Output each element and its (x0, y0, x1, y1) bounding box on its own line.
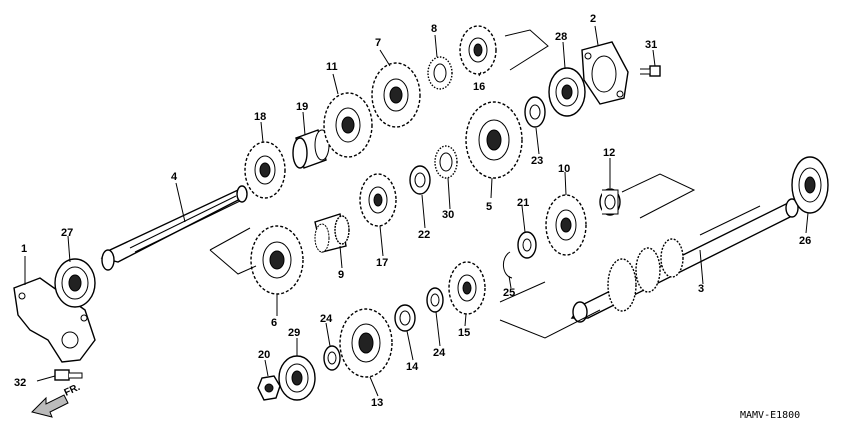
callout-8: 8 (431, 23, 437, 35)
callout-17: 17 (376, 257, 388, 269)
part-29-bearing (278, 355, 316, 401)
callout-14: 14 (406, 361, 419, 373)
part-24-washer-a (323, 345, 341, 371)
callout-4: 4 (171, 171, 178, 183)
callout-27: 27 (61, 227, 73, 239)
countershaft (100, 185, 248, 271)
front-direction-label: FR. (63, 382, 82, 399)
part-27-bearing (54, 258, 96, 308)
callout-11: 11 (326, 61, 338, 73)
diagram-code: MAMV-E1800 (740, 410, 800, 421)
callout-28: 28 (555, 31, 567, 43)
part-2-bearing-retainer (581, 41, 629, 105)
callout-6: 6 (271, 317, 277, 329)
callout-15: 15 (458, 327, 470, 339)
part-22-washer (409, 165, 431, 195)
callout-3: 3 (698, 283, 704, 295)
callout-19: 19 (296, 101, 308, 113)
part-8-needle-bearing (427, 56, 453, 90)
part-15-gear (448, 261, 486, 315)
part-6-gear (250, 225, 304, 295)
callout-20: 20 (258, 349, 270, 361)
part-13-gear (339, 308, 393, 378)
callout-26: 26 (799, 235, 811, 247)
part-19-bushing (292, 129, 330, 169)
part-18-gear (244, 141, 286, 199)
callout-21: 21 (517, 197, 529, 209)
callout-18: 18 (254, 111, 266, 123)
callout-10: 10 (558, 163, 570, 175)
part-10-gear (545, 194, 587, 256)
part-24-washer-b (426, 287, 444, 313)
callout-29: 29 (288, 327, 300, 339)
callout-31: 31 (645, 39, 657, 51)
callout-24a: 24 (320, 313, 333, 325)
callout-32: 32 (14, 377, 26, 389)
part-14-collar (394, 304, 416, 332)
callout-23: 23 (531, 155, 543, 167)
part-32-bolt (54, 369, 83, 381)
mainshaft (570, 198, 799, 323)
part-28-bearing (548, 67, 586, 117)
part-7-gear (371, 62, 421, 128)
callout-30: 30 (442, 209, 454, 221)
callout-1: 1 (21, 243, 27, 255)
callout-22: 22 (418, 229, 430, 241)
front-direction-arrow: FR. (31, 382, 82, 418)
callout-5: 5 (486, 201, 492, 213)
part-11-gear (323, 92, 373, 158)
part-17-shifter-gear (359, 173, 397, 227)
part-30-needle-bearing (434, 145, 458, 179)
callout-24b: 24 (433, 347, 446, 359)
part-21-washer (517, 231, 537, 259)
callout-25: 25 (503, 287, 515, 299)
part-5-gear (465, 101, 523, 179)
callout-7: 7 (375, 37, 381, 49)
part-31-bolt (640, 65, 661, 77)
part-26-bearing (791, 156, 829, 214)
assembly-guide-lines (24, 25, 809, 397)
part-25-circlip (503, 251, 513, 279)
part-12-bushing (599, 188, 621, 216)
part-9-splined-bushing (314, 213, 350, 253)
callout-12: 12 (603, 147, 615, 159)
part-20-nut (257, 375, 281, 401)
part-23-washer (524, 96, 546, 128)
callout-2: 2 (590, 13, 596, 25)
part-16-shifter-gear (459, 25, 497, 75)
callout-labels: 1 2 3 4 5 6 7 8 9 10 11 12 13 14 15 16 1… (14, 13, 811, 409)
callout-9: 9 (338, 269, 344, 281)
callout-13: 13 (371, 397, 383, 409)
callout-16: 16 (473, 81, 485, 93)
